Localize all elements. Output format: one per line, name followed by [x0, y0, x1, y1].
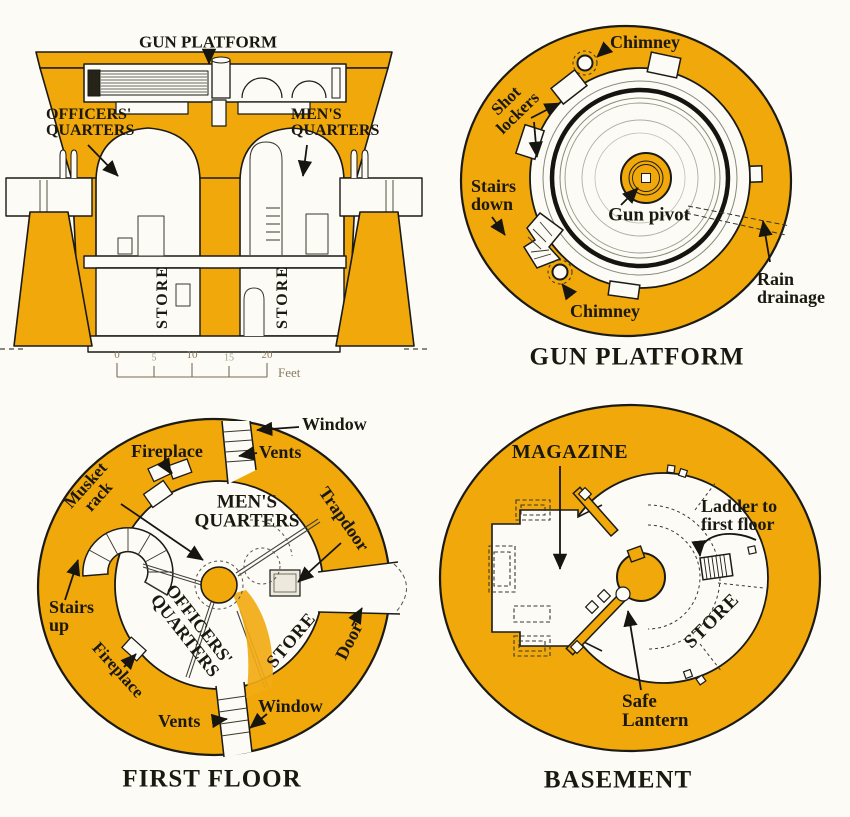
- store-wedge: [232, 590, 273, 698]
- magazine-room: [492, 505, 602, 651]
- mens-quarters-ff-label: MEN'S QUARTERS: [194, 491, 300, 532]
- basement-caption: BASEMENT: [543, 766, 693, 794]
- gun-platform-plan: [459, 24, 793, 338]
- gun-platform-cutaway: [83, 56, 347, 127]
- fireplace-top-label: Fireplace: [131, 440, 203, 461]
- scale-bar: [116, 363, 268, 378]
- powder-racks: [488, 499, 551, 657]
- stairs-down-label: Stairs down: [471, 176, 516, 215]
- central-pillar: [200, 566, 238, 604]
- gun-platform-caption: GUN PLATFORM: [529, 343, 745, 371]
- first-floor-arrows: [64, 421, 363, 729]
- first-floor-plan: [36, 417, 407, 758]
- scale-tick-5: 5: [151, 352, 157, 364]
- gun-pivot-mount: [620, 152, 672, 204]
- cross-section-arrows: [87, 48, 313, 177]
- ladder: [699, 552, 734, 581]
- magazine-label: MAGAZINE: [511, 440, 629, 463]
- scale-tick-10: 10: [186, 349, 198, 361]
- store-left-label: STORE: [153, 265, 171, 329]
- gun-platform-label: GUN PLATFORM: [138, 32, 278, 52]
- chimney-flues: [59, 149, 369, 178]
- wall-recesses: [142, 458, 193, 509]
- door-opening: [317, 561, 407, 615]
- stairs-up-label: Stairs up: [49, 597, 94, 636]
- store-right-label: STORE: [273, 265, 291, 329]
- vents-top-label: Vents: [259, 442, 302, 462]
- gun-barrel-hatch: [101, 73, 207, 93]
- safe-lantern-niche: [615, 586, 631, 602]
- vents-bottom-label: Vents: [158, 711, 201, 731]
- scale-tick-0: 0: [114, 349, 120, 361]
- scale-tick-20: 20: [261, 349, 273, 361]
- basement-plan: [438, 403, 822, 753]
- mens-quarters-label: MEN'S QUARTERS: [291, 106, 380, 140]
- gun-pivot-label: Gun pivot: [608, 204, 690, 226]
- trapdoor-hatch: [269, 569, 301, 597]
- rain-drainage-channel: [685, 205, 791, 236]
- room-furniture: [117, 141, 329, 336]
- scale-unit-label: Feet: [278, 365, 301, 380]
- safe-lantern-label: Safe Lantern: [622, 691, 689, 732]
- window-top-label: Window: [302, 414, 367, 434]
- scale-tick-15: 15: [224, 352, 234, 364]
- cross-section-drawing: [0, 48, 430, 378]
- window-bottom-label: Window: [258, 696, 323, 716]
- ladder-label: Ladder to first floor: [701, 496, 778, 535]
- dashed-details: [194, 519, 293, 610]
- rain-drainage-label: Rain drainage: [757, 269, 826, 308]
- basement-arrows: [552, 466, 757, 691]
- gun-platform-arrows: [490, 41, 773, 301]
- wall-blocks: [569, 464, 757, 686]
- chimney-top-label: Chimney: [610, 32, 681, 52]
- dashed-partitions: [647, 481, 765, 673]
- first-floor-caption: FIRST FLOOR: [122, 765, 302, 793]
- central-pillar: [615, 545, 666, 602]
- stairs-up-curve: [82, 527, 174, 597]
- stairs-down-passage: [522, 211, 565, 269]
- officers-quarters-label: OFFICERS' QUARTERS: [46, 106, 135, 140]
- chimney-openings: [547, 50, 598, 285]
- chimney-bottom-label: Chimney: [569, 300, 641, 321]
